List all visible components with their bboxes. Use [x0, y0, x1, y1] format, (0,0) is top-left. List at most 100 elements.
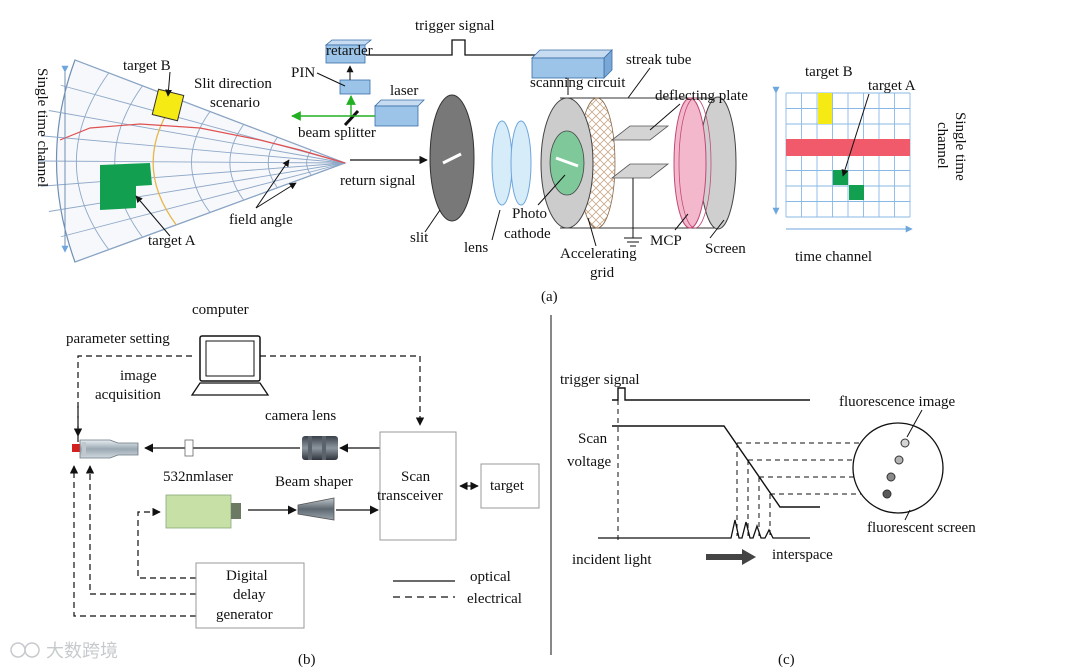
target-a-box — [100, 163, 152, 210]
fan-arc — [76, 72, 110, 250]
time-channel-label: time channel — [795, 249, 872, 265]
photo-label: Photo — [512, 206, 547, 222]
digital-delay-generator-box — [195, 562, 305, 629]
lens-1 — [491, 120, 513, 206]
slit-label: slit — [410, 230, 429, 246]
acquisition-label: acquisition — [95, 387, 161, 403]
grid-target-b-label: target B — [805, 64, 853, 80]
retarder-box — [324, 39, 373, 64]
grid-target-a-label: target A — [868, 78, 916, 94]
incident-light-label: incident light — [572, 552, 652, 568]
panel-c-label: (c) — [778, 652, 795, 668]
grid-target-b — [818, 93, 832, 124]
fan-arc — [114, 85, 143, 238]
streak-tube-label: streak tube — [626, 52, 692, 68]
pin-box — [339, 79, 371, 95]
fan-arc — [267, 136, 278, 189]
transceiver-label: transceiver — [377, 488, 443, 504]
field-angle-label: field angle — [229, 212, 293, 228]
scan-transceiver-box — [379, 431, 457, 541]
incident-light-pulses — [598, 519, 810, 539]
panel-c: trigger signal Scan voltage incident lig… — [560, 372, 976, 668]
streak-camera-icon — [72, 439, 139, 459]
voltage-label-c: voltage — [567, 454, 611, 470]
fluorescence-dot-4 — [882, 489, 892, 499]
target-b-label: target B — [123, 58, 171, 74]
scenario-label: scenario — [210, 95, 260, 111]
pin-label: PIN — [291, 65, 315, 81]
beam-splitter-label: beam splitter — [298, 125, 376, 141]
fluorescent-screen-label: fluorescent screen — [867, 520, 976, 536]
scan-voltage-curve — [612, 425, 820, 508]
laser-box — [374, 99, 425, 127]
output-grid — [772, 86, 913, 233]
beam-shaper-icon — [297, 497, 335, 521]
fan-outline — [55, 59, 347, 263]
mcp-disc — [673, 97, 707, 229]
slit-line — [59, 123, 346, 164]
fluorescent-screen-circle — [852, 422, 944, 514]
legend-optical-label: optical — [470, 569, 511, 585]
computer-label: computer — [192, 302, 249, 318]
fluorescence-dot-2 — [894, 455, 904, 465]
fan-radial-line — [60, 162, 346, 238]
delay-label: delay — [233, 587, 266, 603]
watermark-text: 大数跨境 — [46, 641, 118, 662]
cathode-label: cathode — [504, 226, 551, 242]
panel-a-label: (a) — [541, 289, 558, 305]
screen-label: Screen — [705, 241, 746, 257]
grid-label: grid — [590, 265, 615, 281]
target-a-label: target A — [148, 233, 196, 249]
image-label: image — [120, 368, 157, 384]
beam-splitter — [343, 109, 360, 127]
trigger-line — [366, 39, 540, 56]
filter-element — [184, 439, 194, 457]
scan-label: Scan — [401, 469, 431, 485]
grid-red-band — [786, 139, 910, 156]
parameter-setting-label: parameter setting — [66, 331, 170, 347]
fluorescence-image-label: fluorescence image — [839, 394, 956, 410]
retarder-label: retarder — [326, 43, 373, 59]
deflecting-plate-bottom — [610, 163, 670, 179]
camera-lens-label: camera lens — [265, 408, 336, 424]
generator-label: generator — [216, 607, 273, 623]
panel-b-label: (b) — [298, 652, 316, 668]
laser-label: laser — [390, 83, 418, 99]
grid-target-a-1 — [833, 170, 848, 185]
fan-radial-line — [60, 84, 346, 164]
single-time-channel-left: Single time channel — [34, 68, 50, 187]
lens-label: lens — [464, 240, 488, 256]
scan-label-c: Scan — [578, 431, 608, 447]
watermark: 大数跨境 — [10, 641, 118, 662]
deflecting-plate-top — [610, 125, 670, 141]
fan-arc — [229, 124, 245, 201]
trigger-signal-label: trigger signal — [415, 18, 495, 34]
camera-lens-icon — [302, 436, 338, 460]
scanning-circuit-label: scanning circuit — [530, 75, 626, 91]
scene-fan — [37, 59, 347, 263]
return-signal-label: return signal — [340, 173, 415, 189]
interspace-arrow — [706, 549, 756, 565]
streak-tube — [540, 96, 737, 247]
beam-shaper-label: Beam shaper — [275, 474, 353, 490]
fluorescence-dot-3 — [886, 472, 896, 482]
slit-opening — [442, 152, 462, 165]
legend-electrical-label: electrical — [467, 591, 522, 607]
mcp-label: MCP — [650, 233, 682, 249]
deflecting-plate-label: deflecting plate — [655, 88, 748, 104]
fluorescence-dot-1 — [900, 438, 910, 448]
target-box — [480, 463, 540, 509]
trigger-signal-label-c: trigger signal — [560, 372, 640, 388]
fan-radial-line — [48, 162, 346, 212]
accelerating-label: Accelerating — [560, 246, 637, 262]
scanning-circuit-box — [531, 49, 613, 79]
trigger-pulse — [612, 387, 810, 401]
panel-b: computer parameter setting image acquisi… — [66, 302, 540, 668]
fan-radial-line — [48, 110, 346, 164]
lens-2 — [510, 120, 532, 206]
target-label: target — [490, 478, 525, 494]
interspace-label: interspace — [772, 547, 833, 563]
grid-target-a-2 — [849, 185, 864, 200]
laser-source-icon — [165, 494, 241, 529]
single-time-channel-right-2: channel — [934, 122, 950, 169]
